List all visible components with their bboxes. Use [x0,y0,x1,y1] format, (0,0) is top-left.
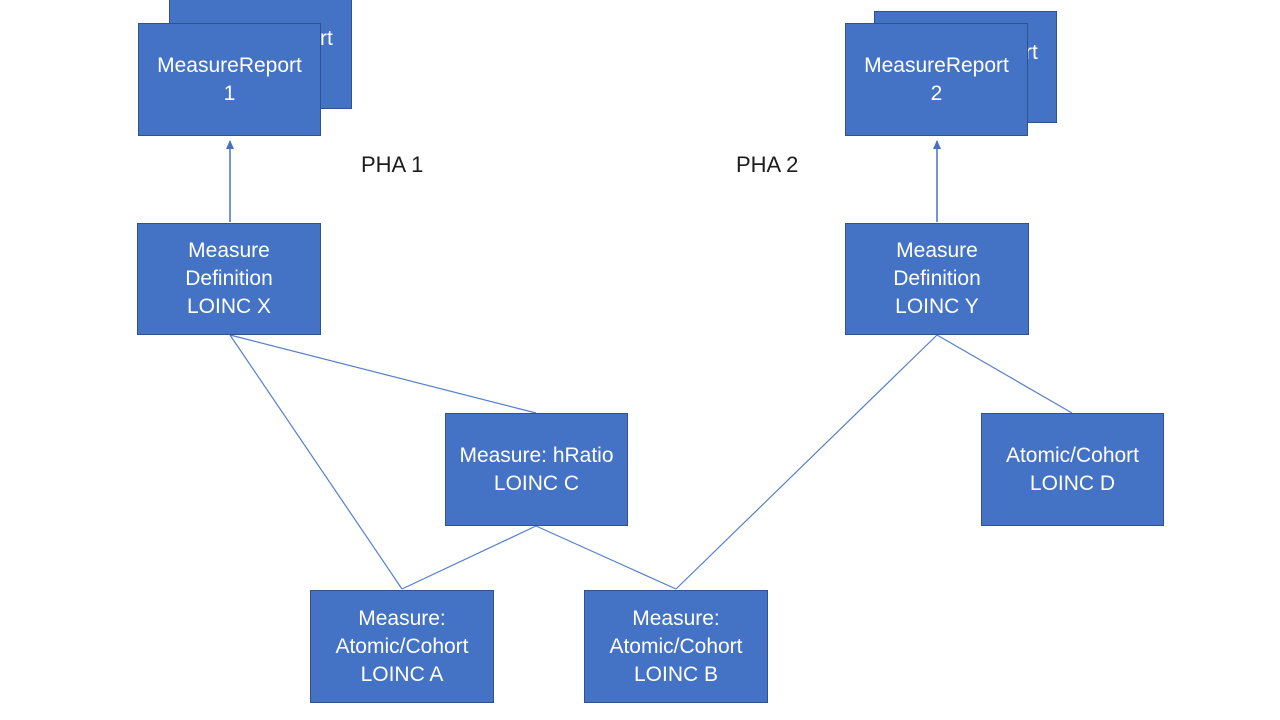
measure-hratio-loinc-c-box: Measure: hRatio LOINC C [445,413,628,526]
pha-1-label: PHA 1 [361,152,424,177]
node-text-line: MeasureReport [864,53,1009,77]
node-text-line: LOINC D [1029,471,1116,495]
measure-report-1-box: MeasureReport 1 [138,23,321,136]
measure-atomic-cohort-loinc-a-box: Measure: Atomic/Cohort LOINC A [310,590,494,703]
connector-hratio-c-to-atomic-b [535,525,677,590]
node-text-line: Measure: [632,606,720,630]
node-text-line: LOINC A [360,662,444,686]
connector-defy-to-atomic-b [675,334,938,590]
measure-report-2-box: MeasureReport 2 [845,23,1028,136]
node-text-line: Atomic/Cohort [1005,443,1140,467]
node-text-line: Atomic/Cohort [609,634,743,658]
atomic-cohort-loinc-d-box: Atomic/Cohort LOINC D [981,413,1164,526]
node-text-line: Definition [893,267,981,290]
node-text-line: 1 [223,81,236,105]
connector-hratio-c-to-atomic-a [401,525,537,590]
node-text-line: Measure: hRatio [459,443,614,467]
node-text-line: LOINC Y [895,295,979,318]
measure-definition-loinc-y-box: Measure Definition LOINC Y [845,223,1029,335]
node-text-line: Atomic/Cohort [335,634,469,658]
node-text-line: Measure [188,239,270,262]
node-text-line: Measure [896,239,978,262]
node-text-line: LOINC X [186,295,272,318]
node-text-line: LOINC B [633,662,719,686]
measure-atomic-cohort-loinc-b-box: Measure: Atomic/Cohort LOINC B [584,590,768,703]
connector-defx-to-atomic-a [229,334,403,590]
node-text-line: MeasureReport [157,53,302,77]
node-text-line: 2 [930,81,943,105]
node-text-line: LOINC C [493,471,580,495]
measure-definition-loinc-x-box: Measure Definition LOINC X [137,223,321,335]
node-text-line: Definition [185,267,273,290]
connector-defx-to-hratio-c [229,334,537,414]
node-text-line: Measure: [358,606,446,630]
pha-2-label: PHA 2 [736,152,799,177]
connector-defy-to-atomic-d [936,334,1073,414]
